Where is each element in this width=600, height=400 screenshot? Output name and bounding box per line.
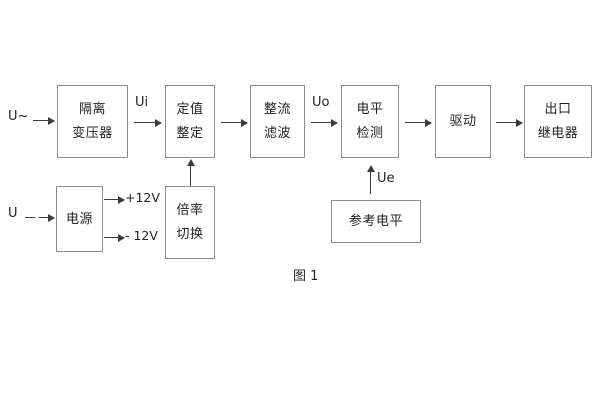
arrow-reference-level-to-level-detection bbox=[366, 165, 375, 194]
block-isolation-transformer: 隔离 变压器 bbox=[57, 85, 128, 158]
arrow-isolation-transformer-to-setting-value bbox=[134, 118, 162, 127]
arrow-setting-value-to-rectify-filter bbox=[221, 118, 248, 127]
signal-label-ui: Ui bbox=[135, 95, 149, 110]
rail-label-positive: +12V bbox=[125, 190, 160, 205]
arrow-rectify-filter-to-level-detection bbox=[311, 118, 338, 127]
block-drive-line-1: 驱动 bbox=[449, 114, 477, 129]
dash-input-dc-segment bbox=[25, 217, 35, 218]
block-level-detection-line-2: 检测 bbox=[356, 126, 384, 141]
signal-label-ue: Ue bbox=[377, 171, 395, 186]
arrow-input-dc-to-power-supply bbox=[39, 213, 55, 222]
block-rectify-filter-line-1: 整流 bbox=[263, 102, 291, 117]
block-multiplier-switch: 倍率 切换 bbox=[165, 186, 215, 259]
block-output-relay: 出口 继电器 bbox=[524, 85, 592, 158]
figure-caption: 图 1 bbox=[293, 269, 319, 284]
block-power-supply: 电源 bbox=[56, 186, 103, 252]
arrow-input-ac-to-isolation-transformer bbox=[33, 116, 55, 125]
block-multiplier-switch-line-1: 倍率 bbox=[176, 203, 204, 218]
block-reference-level: 参考电平 bbox=[331, 200, 421, 243]
arrow-level-detection-to-drive bbox=[405, 118, 432, 127]
block-rectify-filter-line-2: 滤波 bbox=[263, 126, 291, 141]
input-label-dc: U bbox=[8, 206, 18, 221]
arrow-power-supply-rail-positive bbox=[104, 195, 125, 204]
arrow-power-supply-rail-negative bbox=[104, 233, 125, 242]
block-level-detection-line-1: 电平 bbox=[356, 102, 384, 117]
block-isolation-transformer-line-1: 隔离 bbox=[78, 102, 106, 117]
block-output-relay-line-1: 出口 bbox=[544, 102, 572, 117]
block-power-supply-line-1: 电源 bbox=[65, 211, 93, 227]
block-level-detection: 电平 检测 bbox=[341, 85, 399, 158]
block-setting-value: 定值 整定 bbox=[165, 85, 215, 158]
signal-label-uo: Uo bbox=[312, 95, 330, 110]
arrow-multiplier-switch-to-setting-value bbox=[186, 159, 195, 186]
block-drive: 驱动 bbox=[435, 85, 491, 158]
block-reference-level-line-1: 参考电平 bbox=[348, 214, 403, 229]
arrow-drive-to-output-relay bbox=[496, 118, 523, 127]
block-isolation-transformer-line-2: 变压器 bbox=[72, 126, 113, 141]
block-setting-value-line-1: 定值 bbox=[176, 102, 204, 117]
input-label-ac: U~ bbox=[8, 109, 29, 124]
rail-label-negative: - 12V bbox=[125, 228, 158, 243]
block-multiplier-switch-line-2: 切换 bbox=[176, 227, 204, 242]
block-setting-value-line-2: 整定 bbox=[176, 126, 204, 141]
block-output-relay-line-2: 继电器 bbox=[537, 126, 579, 141]
block-rectify-filter: 整流 滤波 bbox=[250, 85, 305, 158]
